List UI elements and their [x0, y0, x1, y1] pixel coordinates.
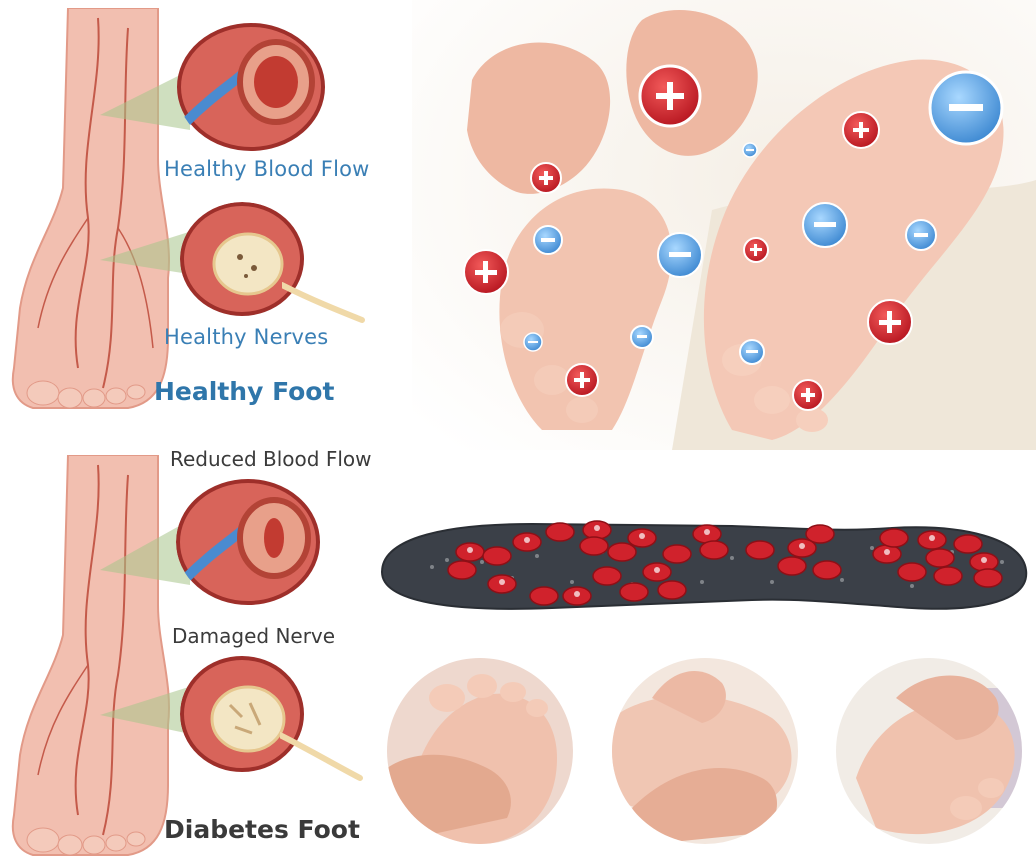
- callout-beams-bottom: [100, 520, 195, 735]
- minus-ion-icon: [742, 142, 758, 158]
- massage-photo-2: [612, 658, 798, 844]
- healthy-foot-title: Healthy Foot: [154, 377, 335, 406]
- healthy-blood-flow-label: Healthy Blood Flow: [164, 157, 370, 181]
- damaged-nerve-label: Damaged Nerve: [172, 624, 336, 648]
- nerve-fiber-top: [282, 282, 365, 323]
- plus-ion-icon: [530, 162, 562, 194]
- plus-ion-icon: [792, 379, 824, 411]
- minus-ion-icon: [533, 225, 563, 255]
- minus-ion-icon: [523, 332, 543, 352]
- reduced-artery-callout: [176, 478, 321, 606]
- minus-ion-icon: [657, 232, 703, 278]
- minus-ion-icon: [928, 70, 1004, 146]
- reduced-blood-flow-label: Reduced Blood Flow: [170, 447, 372, 471]
- healthy-nerve-callout: [180, 202, 305, 317]
- minus-ion-icon: [802, 202, 848, 248]
- plus-ion-icon: [842, 111, 880, 149]
- callout-beams-top: [100, 70, 195, 275]
- nerve-fiber-bottom: [280, 732, 363, 781]
- plus-ion-icon: [743, 237, 769, 263]
- healthy-artery-callout: [176, 22, 326, 152]
- diabetes-foot-title: Diabetes Foot: [164, 815, 360, 844]
- minus-ion-icon: [905, 219, 937, 251]
- minus-ion-icon: [739, 339, 765, 365]
- foot-massage-photo: [412, 0, 1036, 450]
- minus-ion-icon: [630, 325, 654, 349]
- healthy-nerves-label: Healthy Nerves: [164, 325, 329, 349]
- plus-ion-icon: [565, 363, 599, 397]
- massage-photo-3: [836, 658, 1022, 844]
- damaged-nerve-callout: [180, 655, 305, 773]
- plus-ion-icon: [867, 299, 913, 345]
- magnetic-insole: [372, 512, 1036, 620]
- massage-photo-1: [387, 658, 573, 844]
- plus-ion-icon: [463, 249, 509, 295]
- plus-ion-icon: [638, 64, 702, 128]
